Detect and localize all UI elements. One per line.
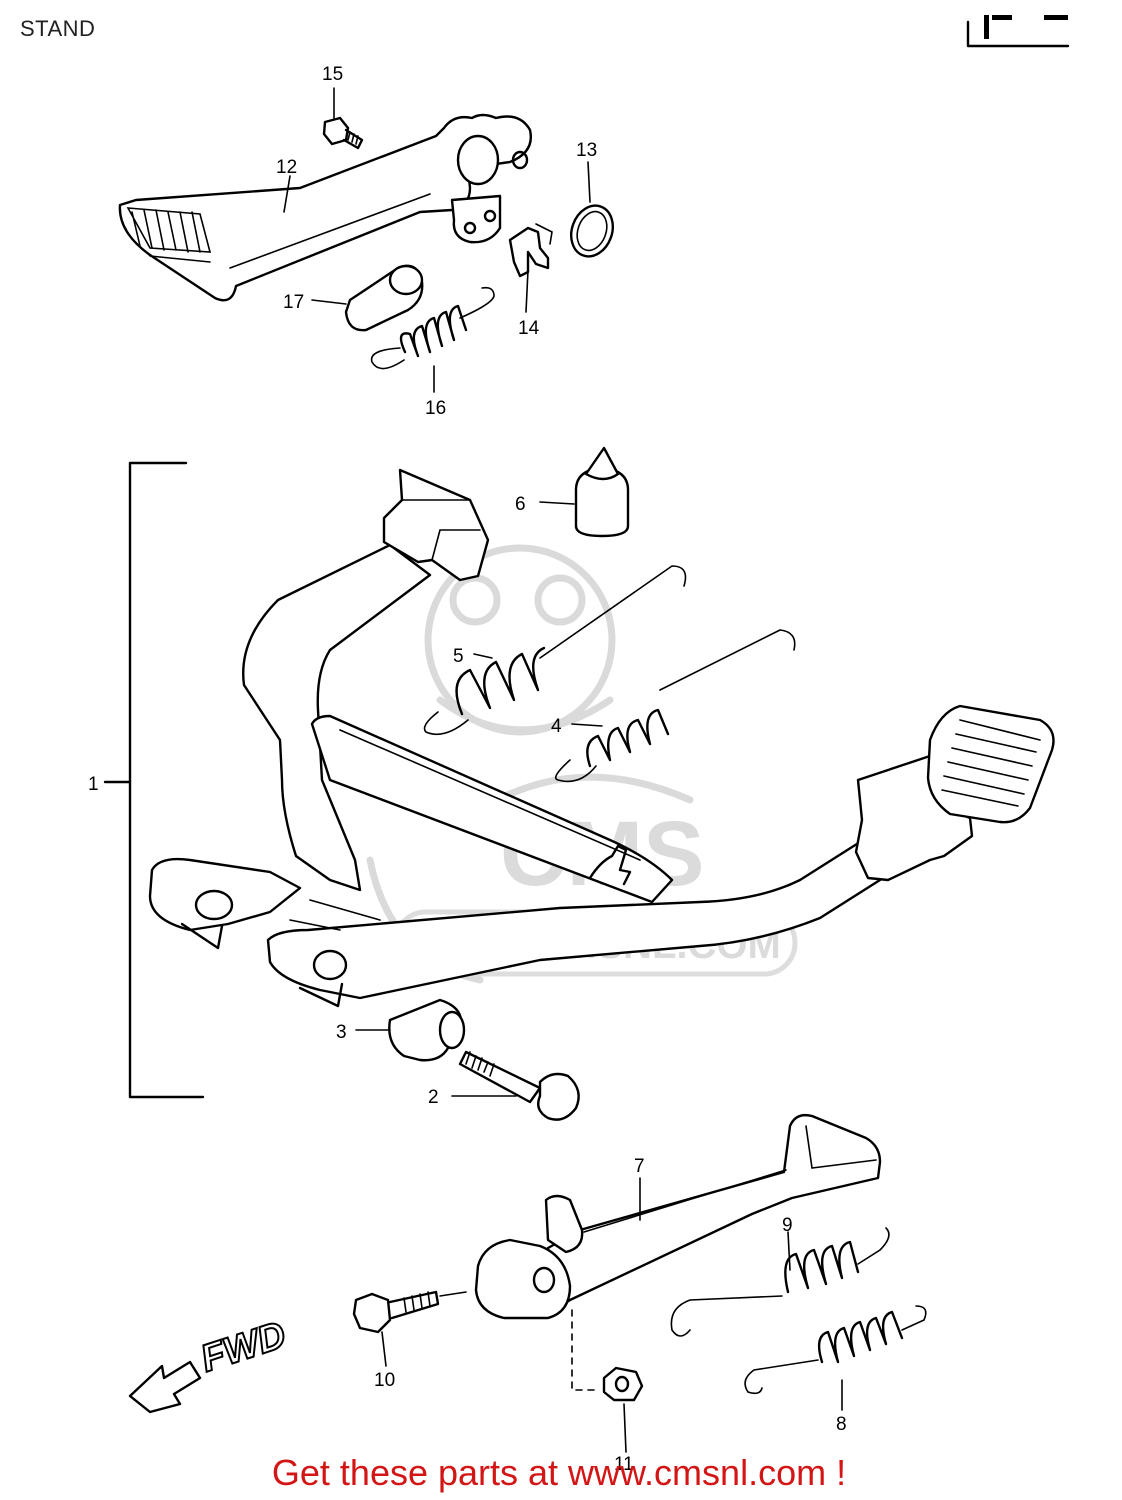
callout-10: 10 [374,1370,395,1391]
part-10-bolt [352,1290,467,1334]
part-12-pedal [118,113,532,302]
callout-4: 4 [551,716,562,737]
part-14-clip [508,223,553,278]
callout-2: 2 [428,1087,439,1108]
part-11-nut [571,1309,644,1402]
part-8-spring [744,1305,927,1395]
page-title: STAND [20,16,96,41]
callout-13: 13 [576,140,597,161]
callout-6: 6 [515,494,526,515]
part-16-spring [370,286,495,370]
part-15-bolt [322,116,364,150]
callout-labels: 15 12 13 17 14 16 6 5 4 1 3 2 7 9 10 8 1… [88,64,847,1475]
callout-5: 5 [453,646,464,667]
leader-lines [283,87,843,1453]
callout-15: 15 [322,64,343,85]
part-6-stopper [574,446,630,538]
callout-8: 8 [836,1414,847,1435]
callout-14: 14 [518,318,540,339]
part-2-bolt [458,1050,580,1121]
callout-9: 9 [782,1215,793,1236]
callout-16: 16 [425,398,446,419]
callout-7: 7 [634,1156,645,1177]
fwd-direction-marker: FWD [128,1313,292,1414]
callout-1: 1 [88,774,99,795]
footer-parts-link[interactable]: Get these parts at www.cmsnl.com ! [0,1452,1122,1494]
footer-parts-link-text: Get these parts at www.cmsnl.com ! [271,1452,847,1493]
callout-17: 17 [283,292,304,313]
part-5-spring [423,565,687,736]
callout-11: 11 [614,1454,634,1475]
part-1-main-stand [103,461,1055,1099]
callout-12: 12 [276,157,297,178]
part-4-spring [554,629,796,783]
part-7-side-stand [474,1113,882,1320]
fwd-label: FWD [196,1314,291,1381]
corner-mark [966,15,1070,48]
part-9-spring [670,1227,890,1337]
part-17-spacer [344,264,424,332]
callout-3: 3 [336,1022,347,1043]
part-3-collar [388,998,466,1062]
part-13-oring [570,204,614,258]
